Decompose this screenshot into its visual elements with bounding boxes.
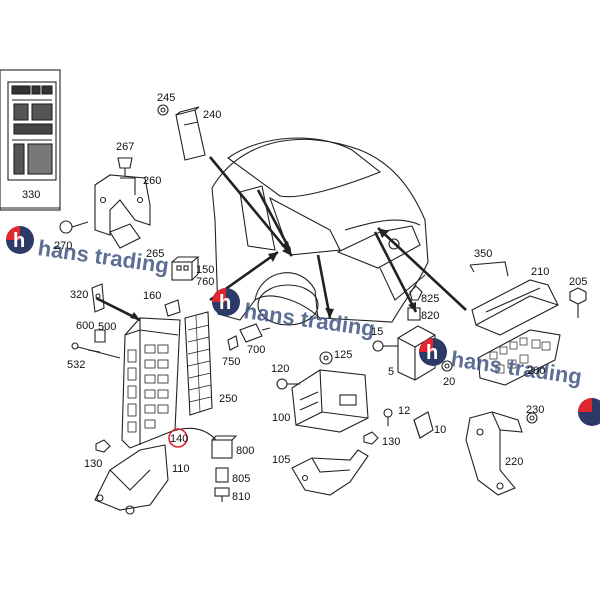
label-200: 200	[527, 365, 545, 377]
label-160: 160	[143, 290, 161, 302]
svg-text:h: h	[13, 230, 25, 252]
part-12-screw	[383, 408, 393, 426]
label-130-right: 130	[382, 436, 400, 448]
label-220: 220	[505, 456, 523, 468]
part-532-cable	[71, 342, 121, 359]
label-130-left: 130	[84, 458, 102, 470]
label-267: 267	[116, 141, 134, 153]
label-110: 110	[172, 463, 190, 475]
car-body-outline	[211, 137, 429, 326]
part-130-nut-right	[363, 431, 379, 445]
label-750: 750	[222, 356, 240, 368]
label-245: 245	[157, 92, 175, 104]
label-240: 240	[203, 109, 221, 121]
part-600-clip	[94, 329, 106, 343]
watermark-edge	[578, 398, 600, 426]
label-15: 15	[371, 326, 383, 338]
part-320-bracket	[91, 283, 105, 313]
label-760: 760	[196, 276, 214, 288]
part-150-relay	[171, 256, 200, 281]
part-240-module	[175, 106, 206, 161]
part-15-screw	[372, 340, 398, 352]
svg-text:hans trading: hans trading	[242, 298, 376, 341]
label-120: 120	[271, 363, 289, 375]
label-12: 12	[398, 405, 410, 417]
part-160-connector	[164, 299, 181, 317]
legend-label-sheet	[0, 69, 61, 211]
label-230: 230	[526, 404, 544, 416]
part-140-lead	[169, 427, 217, 441]
part-350-strap	[469, 261, 509, 277]
part-110-mount	[94, 444, 169, 515]
part-265-pad	[109, 223, 141, 249]
label-600: 600	[76, 320, 94, 332]
part-700-sensor	[239, 323, 271, 343]
part-750-clip	[227, 335, 239, 351]
svg-text:hans trading: hans trading	[449, 346, 583, 389]
part-210-cover	[471, 279, 559, 336]
part-100-control-unit	[291, 369, 369, 433]
label-270: 270	[54, 240, 72, 252]
label-150: 150	[196, 264, 214, 276]
label-825: 825	[421, 293, 439, 305]
label-820: 820	[421, 310, 439, 322]
part-500-fuse-box	[121, 317, 181, 449]
label-125: 125	[334, 349, 352, 361]
part-130-nut-left	[95, 439, 111, 453]
svg-text:h: h	[426, 342, 438, 364]
part-10-relay	[413, 411, 434, 439]
label-105: 105	[272, 454, 290, 466]
label-10: 10	[434, 424, 446, 436]
label-20: 20	[443, 376, 455, 388]
part-825-clip	[409, 285, 423, 301]
label-265: 265	[146, 248, 164, 260]
part-230-nut	[526, 412, 538, 424]
part-270-screw	[59, 220, 89, 234]
svg-text:h: h	[219, 292, 231, 314]
part-205-bolt	[569, 287, 587, 318]
label-810: 810	[232, 491, 250, 503]
label-100: 100	[272, 412, 290, 424]
label-5: 5	[388, 366, 394, 378]
part-105-bracket	[291, 449, 369, 496]
label-700: 700	[247, 344, 265, 356]
label-250: 250	[219, 393, 237, 405]
part-120-screw	[276, 378, 300, 390]
part-200-fuse-panel	[477, 329, 561, 386]
watermark-center: h hans trading	[212, 288, 377, 341]
part-810-base	[214, 487, 230, 502]
label-210: 210	[531, 266, 549, 278]
label-140: 140	[170, 433, 188, 445]
part-267-clip	[117, 157, 133, 176]
label-532: 532	[67, 359, 85, 371]
label-805: 805	[232, 473, 250, 485]
label-330: 330	[22, 189, 40, 201]
part-820-connector	[407, 307, 421, 321]
label-800: 800	[236, 445, 254, 457]
part-800-connector	[211, 435, 238, 459]
part-250-fuse-strip	[184, 311, 213, 416]
part-245-nut	[157, 104, 169, 116]
part-220-bracket	[465, 411, 523, 496]
label-260: 260	[143, 175, 161, 187]
part-125-washer	[319, 351, 333, 365]
label-500: 500	[98, 321, 116, 333]
label-350: 350	[474, 248, 492, 260]
highlight-ring-140	[168, 428, 188, 448]
part-260-bracket	[94, 174, 151, 236]
label-205: 205	[569, 276, 587, 288]
part-20-nut	[441, 360, 453, 372]
part-805-fuse	[215, 467, 229, 483]
label-320: 320	[70, 289, 88, 301]
